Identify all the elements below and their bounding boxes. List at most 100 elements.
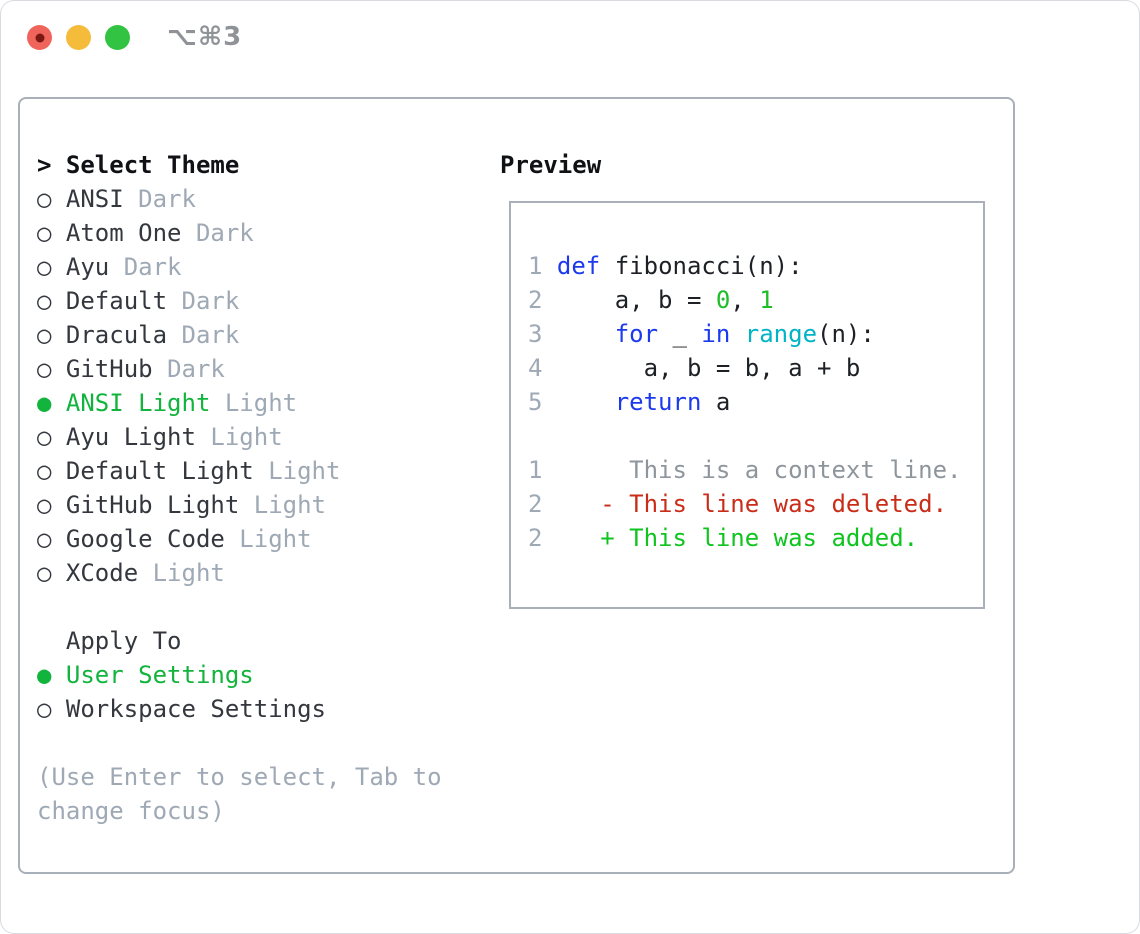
theme-option-xcode[interactable]: ○ XCode Light xyxy=(37,556,340,590)
theme-variant-badge: Light xyxy=(239,525,312,553)
theme-variant-badge: Dark xyxy=(195,219,254,247)
radio-unselected-icon: ○ xyxy=(37,355,66,383)
radio-unselected-icon: ○ xyxy=(37,457,66,485)
code-token: , xyxy=(730,286,760,314)
code-token xyxy=(542,320,614,348)
code-line: 5 return a xyxy=(528,385,961,419)
theme-option-ansi[interactable]: ○ ANSI Dark xyxy=(37,182,340,216)
code-line: 2 - This line was deleted. xyxy=(528,487,961,521)
theme-variant-badge: Dark xyxy=(123,253,182,281)
close-window-dot-icon xyxy=(35,33,44,42)
apply-to-section: Apply To● User Settings○ Workspace Setti… xyxy=(37,624,326,726)
line-number: 1 xyxy=(528,456,543,484)
theme-variant-badge: Dark xyxy=(181,287,240,315)
preview-box: 1 def fibonacci(n): 2 a, b = 0, 1 3 for _ … xyxy=(509,201,985,609)
code-token: def xyxy=(556,252,601,280)
preview-header: Preview xyxy=(500,151,602,179)
theme-variant-badge: Light xyxy=(268,457,341,485)
code-token: This is a context line. xyxy=(542,456,962,484)
theme-variant-badge: Dark xyxy=(167,355,225,383)
theme-picker-panel: > Select Theme ○ ANSI Dark○ Atom One Dar… xyxy=(18,97,1015,874)
apply-option-label: Workspace Settings xyxy=(65,695,326,723)
apply-option-workspace-settings[interactable]: ○ Workspace Settings xyxy=(37,692,326,726)
code-line: 3 for _ in range(n): xyxy=(528,317,961,351)
line-number: 2 xyxy=(528,490,543,518)
radio-selected-icon: ● xyxy=(37,661,66,689)
theme-option-dracula[interactable]: ○ Dracula Dark xyxy=(37,318,340,352)
theme-name: Default Light xyxy=(65,457,269,485)
prompt-icon: > xyxy=(37,151,66,179)
code-line xyxy=(528,419,961,453)
radio-unselected-icon: ○ xyxy=(37,695,66,723)
code-token: for xyxy=(614,320,659,348)
theme-variant-badge: Light xyxy=(224,389,298,417)
close-window-icon[interactable] xyxy=(27,25,52,50)
code-token: + This line was added. xyxy=(542,524,919,552)
radio-unselected-icon: ○ xyxy=(37,287,66,315)
theme-name: GitHub Light xyxy=(65,491,254,519)
code-token: 1 xyxy=(759,286,774,314)
line-number: 2 xyxy=(528,524,543,552)
code-token xyxy=(730,320,744,348)
line-number: 1 xyxy=(528,252,543,280)
radio-unselected-icon: ○ xyxy=(37,491,66,519)
code-token: in xyxy=(701,320,731,348)
code-line: 4 a, b = b, a + b xyxy=(528,351,961,385)
select-theme-title: Select Theme xyxy=(65,151,240,179)
radio-unselected-icon: ○ xyxy=(37,253,66,281)
theme-name: Default xyxy=(65,287,182,315)
theme-name: ANSI xyxy=(65,185,139,213)
apply-option-user-settings[interactable]: ● User Settings xyxy=(37,658,326,692)
radio-unselected-icon: ○ xyxy=(37,219,66,247)
theme-option-google-code[interactable]: ○ Google Code Light xyxy=(37,522,340,556)
theme-variant-badge: Light xyxy=(152,559,225,587)
code-token: fibonacci(n): xyxy=(600,252,803,280)
code-token xyxy=(542,252,556,280)
radio-selected-icon: ● xyxy=(37,389,66,417)
radio-unselected-icon: ○ xyxy=(37,423,66,451)
zoom-window-icon[interactable] xyxy=(105,25,130,50)
theme-option-atom-one[interactable]: ○ Atom One Dark xyxy=(37,216,340,250)
theme-variant-badge: Dark xyxy=(138,185,196,213)
code-token: - This line was deleted. xyxy=(542,490,948,518)
theme-variant-badge: Dark xyxy=(181,321,240,349)
code-line: 2 + This line was added. xyxy=(528,521,961,555)
theme-option-ansi-light[interactable]: ● ANSI Light Light xyxy=(37,386,340,420)
radio-unselected-icon: ○ xyxy=(37,559,66,587)
theme-name: Dracula xyxy=(65,321,182,349)
line-number: 2 xyxy=(528,286,543,314)
line-number: 3 xyxy=(528,320,543,348)
help-text: (Use Enter to select, Tab to change focu… xyxy=(37,760,442,828)
theme-option-default-light[interactable]: ○ Default Light Light xyxy=(37,454,340,488)
code-token: return xyxy=(614,388,702,416)
code-token: a, b = b, a + b xyxy=(542,354,861,382)
theme-option-ayu-light[interactable]: ○ Ayu Light Light xyxy=(37,420,340,454)
radio-unselected-icon: ○ xyxy=(37,185,66,213)
apply-to-title: Apply To xyxy=(37,627,182,655)
theme-option-ayu[interactable]: ○ Ayu Dark xyxy=(37,250,340,284)
code-line: 1 This is a context line. xyxy=(528,453,961,487)
theme-option-default[interactable]: ○ Default Dark xyxy=(37,284,340,318)
minimize-window-icon[interactable] xyxy=(66,25,91,50)
theme-name: Atom One xyxy=(65,219,196,247)
keyboard-shortcut-label: ⌥⌘3 xyxy=(167,22,243,52)
theme-name: XCode xyxy=(65,559,153,587)
select-theme-header: > Select Theme xyxy=(37,148,239,182)
theme-variant-badge: Light xyxy=(253,491,326,519)
line-number: 4 xyxy=(528,354,543,382)
traffic-light-group xyxy=(27,25,130,50)
help-text-line-1: (Use Enter to select, Tab to xyxy=(37,763,442,791)
code-token: 0 xyxy=(715,286,731,314)
theme-list: ○ ANSI Dark○ Atom One Dark○ Ayu Dark○ De… xyxy=(37,182,340,590)
theme-name: ANSI Light xyxy=(65,389,225,417)
theme-option-github[interactable]: ○ GitHub Dark xyxy=(37,352,340,386)
line-number: 5 xyxy=(528,388,543,416)
radio-unselected-icon: ○ xyxy=(37,321,66,349)
theme-variant-badge: Light xyxy=(210,423,283,451)
code-token: _ xyxy=(658,320,702,348)
theme-name: Google Code xyxy=(65,525,240,553)
code-token: a, b = xyxy=(542,286,716,314)
code-token: (n): xyxy=(817,320,875,348)
radio-unselected-icon: ○ xyxy=(37,525,66,553)
theme-option-github-light[interactable]: ○ GitHub Light Light xyxy=(37,488,340,522)
